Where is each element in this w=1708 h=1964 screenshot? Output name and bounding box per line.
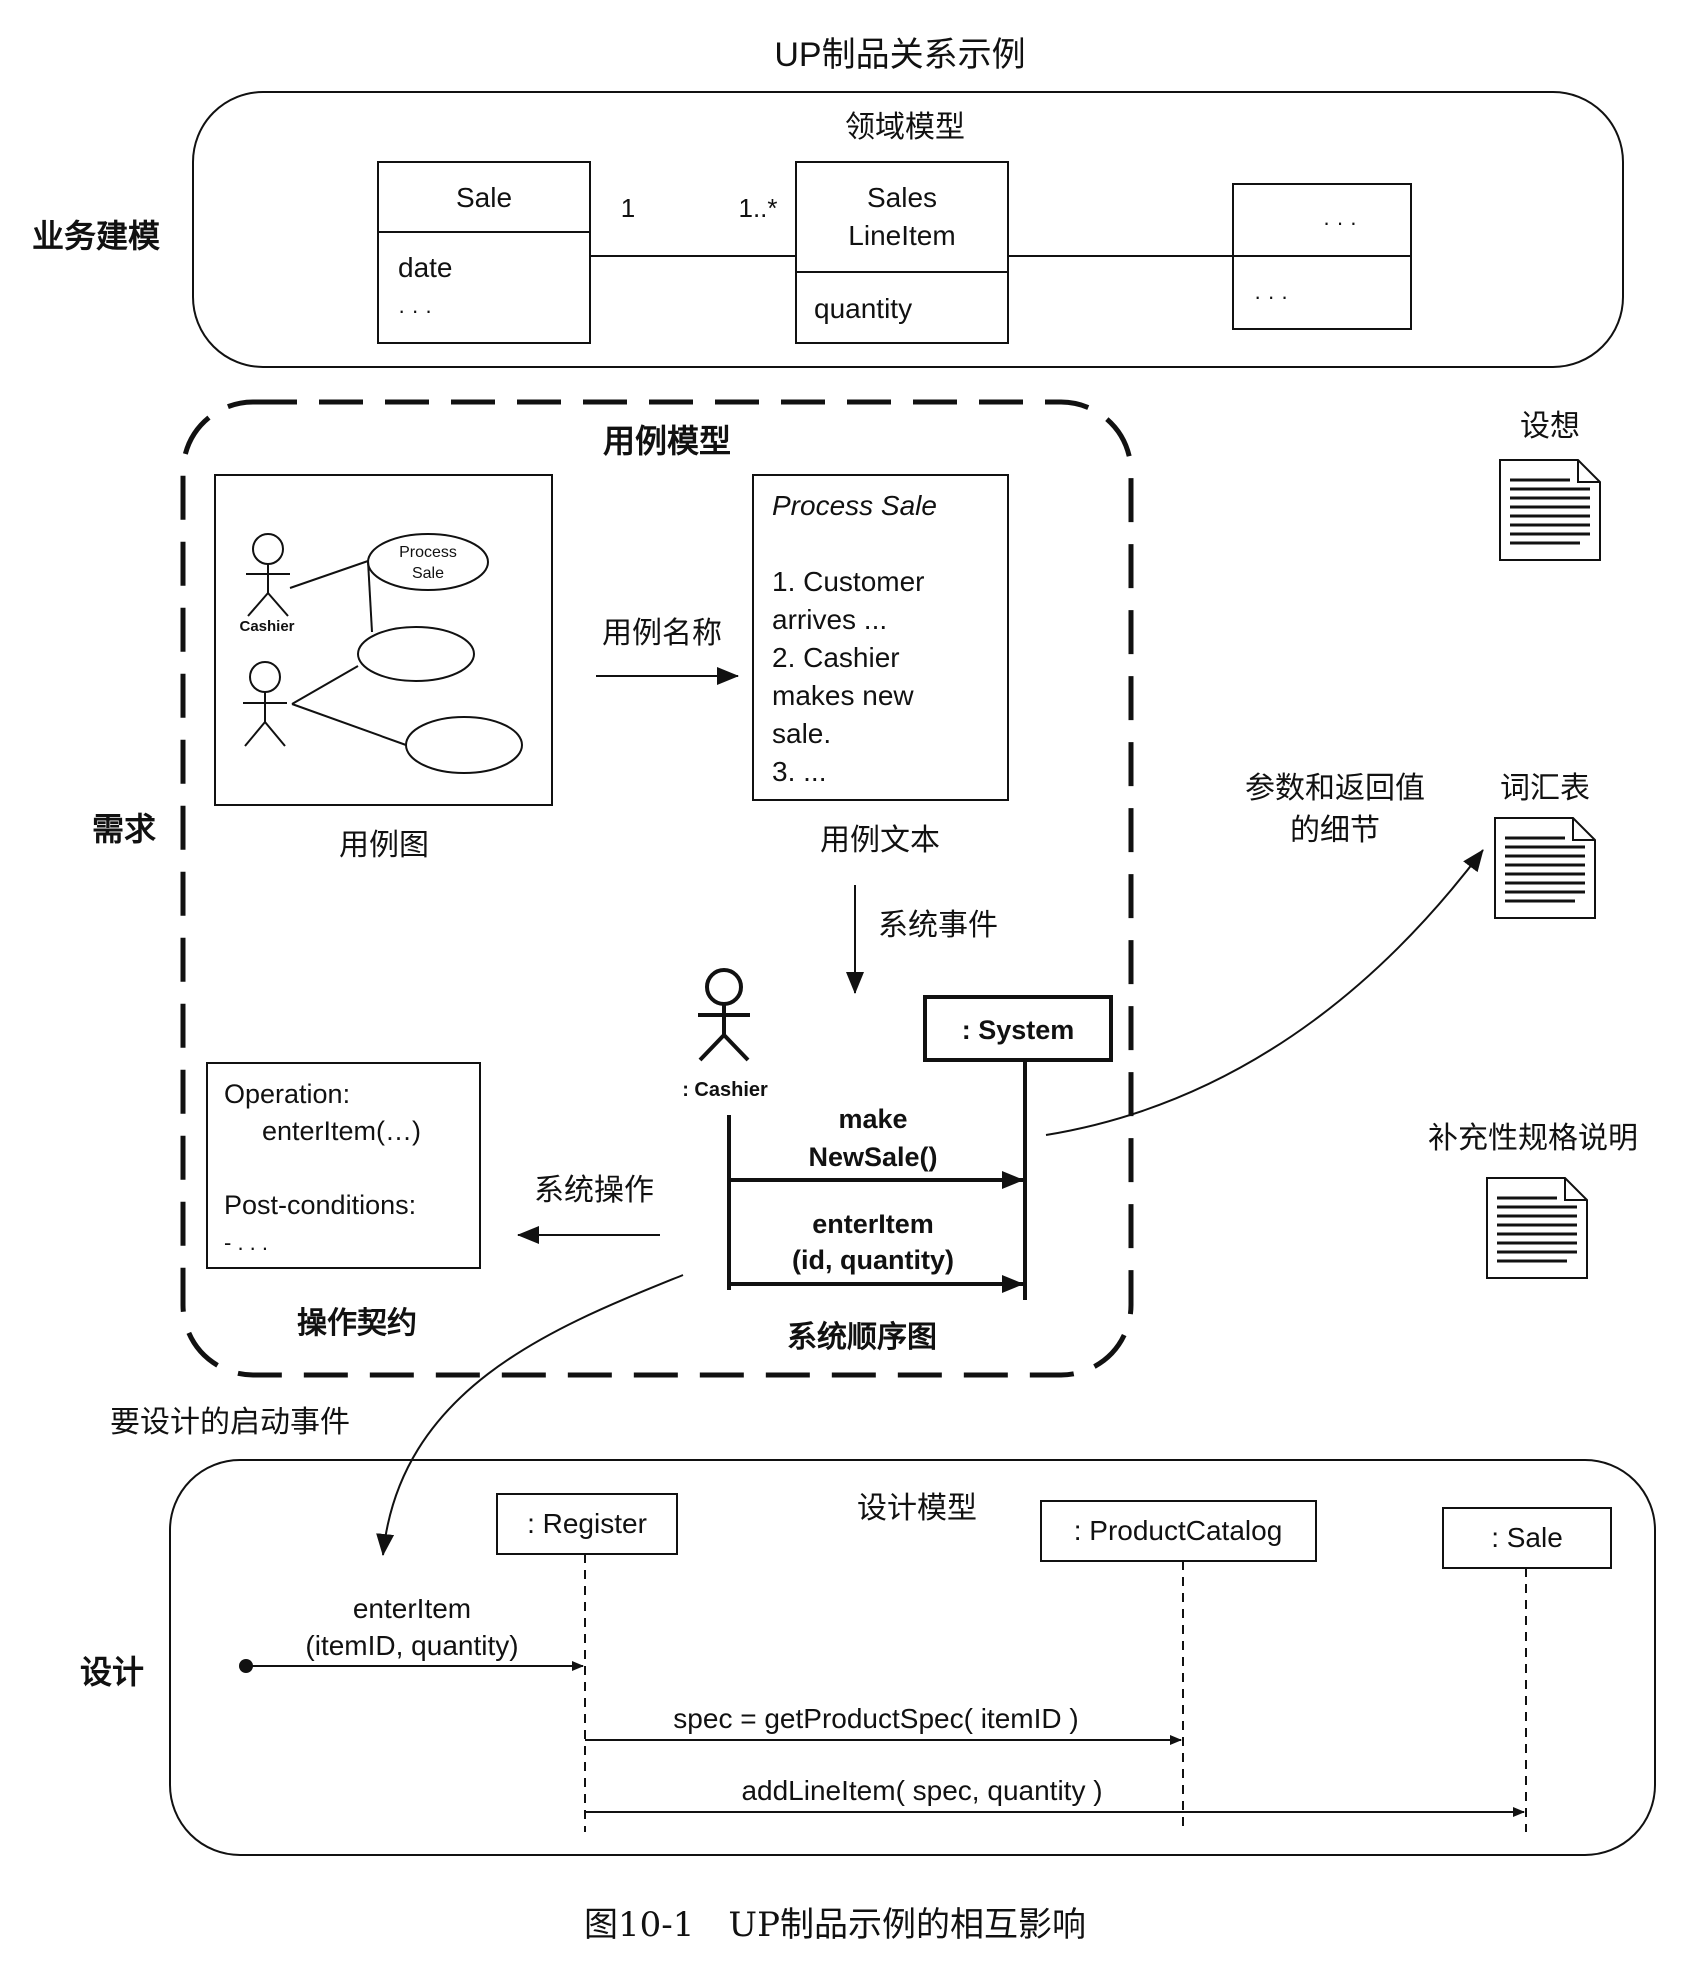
sale-class-name: Sale	[456, 182, 512, 213]
design-message-1-line1: enterItem	[353, 1593, 471, 1624]
domain-model-label: 领域模型	[845, 111, 965, 144]
glossary-document-icon	[1493, 816, 1597, 920]
ssd-system-box	[923, 995, 1113, 1062]
use-case-diagram	[214, 474, 553, 806]
use-case-text-line: sale.	[772, 718, 831, 749]
use-case-diagram-label: 用例图	[339, 829, 429, 862]
start-event-curve	[376, 1274, 684, 1556]
ssd-message-1-line2: NewSale()	[808, 1142, 937, 1172]
contract-line-4: - . . .	[224, 1230, 268, 1255]
sales-line-item-class	[795, 161, 1009, 344]
use-case-text-line: 2. Cashier	[772, 642, 900, 673]
figure-caption: 图10-1 UP制品示例的相互影响	[584, 1905, 1086, 1945]
ssd-label: 系统顺序图	[787, 1320, 937, 1354]
use-case-name-label: 用例名称	[602, 617, 722, 650]
supplementary-document-icon	[1485, 1176, 1589, 1280]
design-model-frame	[169, 1459, 1656, 1856]
product-catalog-object	[1040, 1500, 1317, 1562]
supplementary-spec-label: 补充性规格说明	[1428, 1122, 1638, 1155]
contract-line-3: Post-conditions:	[224, 1190, 416, 1220]
details-label-line2: 的细节	[1290, 814, 1380, 847]
ssd-cashier-label: : Cashier	[682, 1079, 768, 1101]
ssd-system-label: : System	[962, 1015, 1075, 1045]
product-catalog-object-label: : ProductCatalog	[1074, 1515, 1283, 1546]
sales-line-item-name-2: LineItem	[848, 220, 955, 251]
vision-document-icon	[1498, 458, 1602, 562]
sales-line-item-attr-quantity: quantity	[814, 293, 912, 324]
actor-cashier-icon	[246, 533, 290, 617]
lane-label-business: 业务建模	[32, 218, 160, 254]
ssd-message-2-line1: enterItem	[812, 1209, 934, 1239]
register-object	[496, 1493, 678, 1555]
use-case-process-sale-line2: Sale	[412, 565, 444, 582]
sale-object-label: : Sale	[1491, 1522, 1563, 1553]
actor-cashier-label: Cashier	[239, 618, 294, 635]
sale-object	[1442, 1507, 1612, 1569]
other-class-attr: · · ·	[1254, 284, 1288, 309]
operation-contract-label: 操作契约	[297, 1307, 417, 1340]
use-case-text-line: 1. Customer	[772, 566, 925, 597]
details-label-line1: 参数和返回值	[1245, 772, 1425, 805]
design-model-label: 设计模型	[857, 1492, 977, 1525]
start-event-label: 要设计的启动事件	[110, 1406, 350, 1439]
design-message-2-label: spec = getProductSpec( itemID )	[673, 1703, 1078, 1734]
use-case-text-title: Process Sale	[772, 490, 937, 521]
sale-attr-date: date	[398, 252, 453, 283]
lane-label-requirements: 需求	[92, 811, 156, 847]
diagram-title: UP制品关系示例	[774, 36, 1025, 74]
ssd-message-2-line2: (id, quantity)	[792, 1245, 954, 1275]
use-case-text-line: 3. ...	[772, 756, 826, 787]
lane-label-design: 设计	[80, 1654, 144, 1690]
use-case-text-line: makes new	[772, 680, 914, 711]
use-case-text-box	[752, 474, 1009, 801]
register-object-label: : Register	[527, 1508, 647, 1539]
glossary-label: 词汇表	[1500, 772, 1590, 805]
other-class-name: · · ·	[1323, 210, 1357, 235]
sale-class	[377, 161, 591, 344]
use-case-process-sale-line1: Process	[399, 544, 457, 561]
sale-attr-more: · · ·	[398, 298, 432, 323]
details-curve	[1045, 849, 1484, 1136]
ssd-cashier-actor-icon	[698, 968, 750, 1062]
design-message-1-line2: (itemID, quantity)	[305, 1630, 518, 1661]
actor-2-icon	[243, 661, 287, 747]
sales-line-item-name-1: Sales	[867, 182, 937, 213]
system-event-label: 系统事件	[878, 909, 998, 942]
domain-model-frame	[192, 91, 1624, 368]
use-case-model-label: 用例模型	[603, 423, 731, 459]
use-case-text-line: arrives ...	[772, 604, 887, 635]
assoc-mult-right: 1..*	[738, 193, 777, 223]
use-case-text-label: 用例文本	[820, 824, 940, 857]
operation-contract-box	[206, 1062, 481, 1269]
design-message-3-label: addLineItem( spec, quantity )	[741, 1775, 1102, 1806]
use-case-model-frame	[180, 399, 1134, 1378]
contract-line-1: Operation:	[224, 1079, 350, 1109]
system-operation-label: 系统操作	[534, 1174, 654, 1207]
vision-label: 设想	[1520, 410, 1580, 443]
assoc-mult-left: 1	[621, 193, 635, 223]
contract-line-2: enterItem(…)	[262, 1116, 421, 1146]
ssd-message-1-line1: make	[838, 1104, 907, 1134]
use-case-2	[357, 626, 475, 682]
